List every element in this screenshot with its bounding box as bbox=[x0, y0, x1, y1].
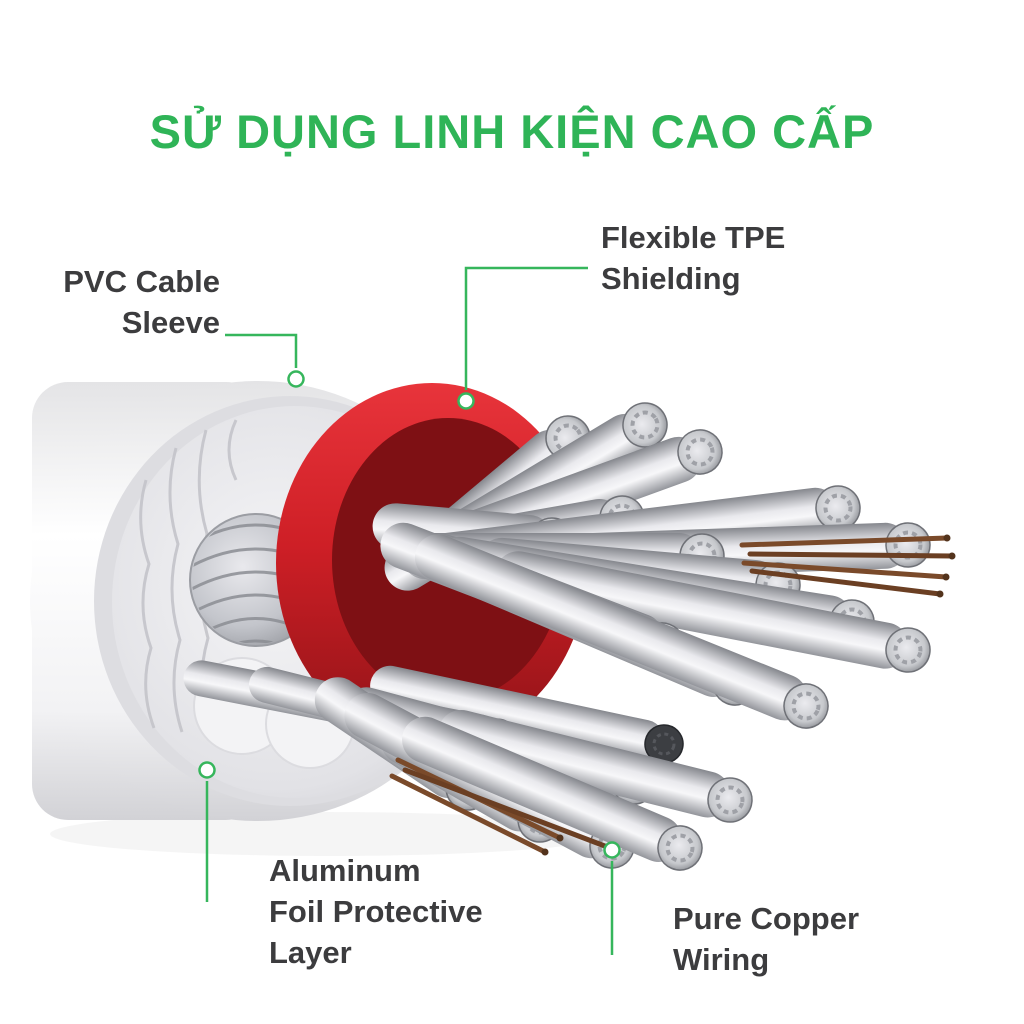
label-line: Shielding bbox=[601, 260, 741, 296]
label-line: Pure Copper bbox=[673, 901, 860, 936]
copper-wires-upper bbox=[739, 534, 956, 598]
page-title: SỬ DỤNG LINH KIỆN CAO CẤP bbox=[149, 105, 875, 158]
label-flexible-tpe-shielding: Flexible TPE Shielding bbox=[601, 218, 785, 300]
label-pvc-cable-sleeve: PVC Cable Sleeve bbox=[28, 262, 220, 344]
copper-wires-lower bbox=[389, 757, 614, 856]
copper-callout-dot bbox=[603, 841, 621, 859]
label-aluminum-foil-layer: Aluminum Foil Protective Layer bbox=[269, 851, 483, 974]
aluminum-callout-dot bbox=[198, 761, 216, 779]
tpe-callout-dot bbox=[457, 392, 475, 410]
label-line: Layer bbox=[269, 934, 352, 970]
callout-lines bbox=[198, 266, 621, 955]
label-line: Wiring bbox=[673, 941, 770, 977]
label-line: Foil Protective bbox=[269, 893, 483, 929]
dark-wire-strand bbox=[370, 665, 684, 764]
wire-strands-lower bbox=[178, 655, 759, 877]
pvc-callout-dot bbox=[287, 370, 305, 388]
label-line: Flexible TPE bbox=[601, 220, 786, 255]
pvc-callout-line bbox=[225, 333, 298, 368]
label-pure-copper-wiring: Pure Copper Wiring bbox=[673, 899, 859, 981]
tpe-callout-line bbox=[464, 266, 588, 390]
label-line: Aluminum bbox=[269, 853, 421, 888]
label-line: PVC Cable bbox=[63, 264, 220, 299]
cable-shadow bbox=[50, 812, 610, 856]
label-line: Sleeve bbox=[121, 304, 220, 340]
